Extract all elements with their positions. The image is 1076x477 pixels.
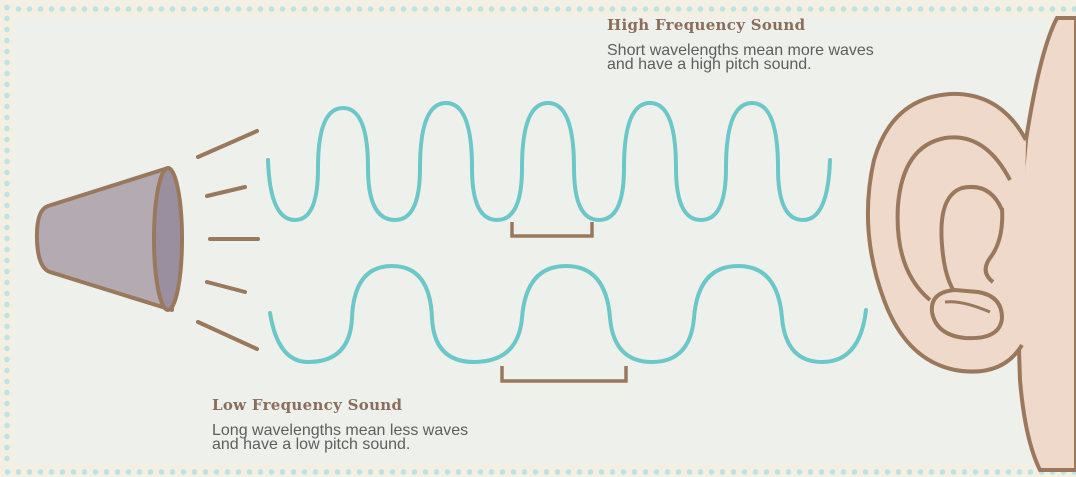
- dotted-border-top: [0, 0, 1076, 18]
- dotted-border-left: [0, 0, 14, 477]
- high-frequency-wave: [266, 100, 832, 223]
- low-frequency-line-2: and have a low pitch sound.: [212, 436, 411, 453]
- high-frequency-line-1: Short wavelengths mean more waves: [607, 42, 874, 59]
- low-frequency-title: Low Frequency Sound: [212, 396, 403, 414]
- high-frequency-line-2: and have a high pitch sound.: [607, 56, 812, 73]
- high-wavelength-bracket: [510, 222, 594, 238]
- high-frequency-title: High Frequency Sound: [607, 16, 806, 34]
- low-frequency-wave: [268, 263, 868, 365]
- low-frequency-description: Long wavelengths mean less waves and hav…: [212, 422, 469, 453]
- low-frequency-line-1: Long wavelengths mean less waves: [212, 422, 469, 439]
- high-frequency-description: Short wavelengths mean more waves and ha…: [607, 42, 874, 73]
- megaphone-icon: [34, 166, 184, 312]
- ear-icon: [865, 16, 1076, 472]
- low-wavelength-bracket: [500, 366, 628, 383]
- sound-lines: [196, 129, 260, 351]
- dotted-border-bottom: [0, 463, 1076, 477]
